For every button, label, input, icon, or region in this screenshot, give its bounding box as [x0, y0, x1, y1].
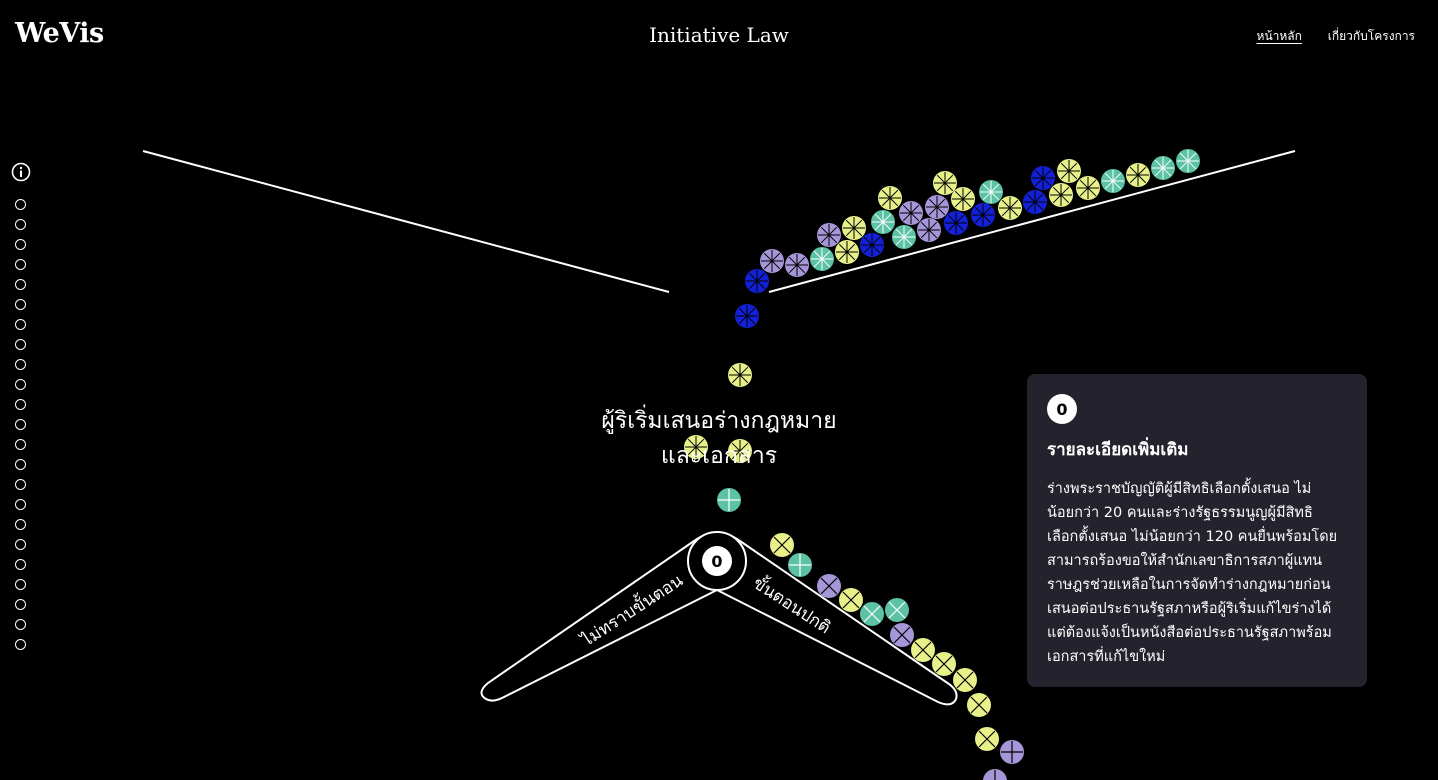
stage-label-line1: ผู้ริเริ่มเสนอร่างกฎหมาย	[601, 408, 837, 434]
details-line: ราษฎรช่วยเหลือในการจัดทำร่างกฎหมายก่อน	[1047, 577, 1331, 593]
details-line: เอกสารที่แก้ไขใหม่	[1047, 649, 1166, 665]
nav-home-link[interactable]: หน้าหลัก	[1256, 29, 1302, 43]
funnel-left-line	[142, 150, 670, 293]
nav-about-link[interactable]: เกี่ยวกับโครงการ	[1327, 29, 1415, 43]
step-dot-20[interactable]	[15, 579, 26, 590]
step-dot-4[interactable]	[15, 259, 26, 270]
details-heading: รายละเอียดเพิ่มเติม	[1047, 440, 1189, 460]
info-icon[interactable]	[11, 162, 31, 182]
step-dot-21[interactable]	[15, 599, 26, 610]
step-dot-10[interactable]	[15, 379, 26, 390]
stage-label: ผู้ริเริ่มเสนอร่างกฎหมาย และเอกสาร	[569, 404, 869, 474]
step-dot-13[interactable]	[15, 439, 26, 450]
page-title: Initiative Law	[649, 23, 789, 47]
top-nav: หน้าหลัก เกี่ยวกับโครงการ	[1235, 27, 1415, 46]
details-line: แต่ต้องแจ้งเป็นหนังสือต่อประธานรัฐสภาพร้…	[1047, 625, 1332, 641]
step-dot-17[interactable]	[15, 519, 26, 530]
step-dot-15[interactable]	[15, 479, 26, 490]
outflow-particles	[769, 532, 1025, 780]
details-line: เลือกตั้งเสนอ ไม่น้อยกว่า 120 คนยื่นพร้อ…	[1047, 529, 1338, 545]
step-dot-19[interactable]	[15, 559, 26, 570]
branch-shape	[480, 531, 958, 706]
step-dot-1[interactable]	[15, 199, 26, 210]
stage-label-line2: และเอกสาร	[660, 443, 778, 469]
step-dot-12[interactable]	[15, 419, 26, 430]
wevis-logo[interactable]: WeVis	[15, 18, 104, 49]
step-dot-8[interactable]	[15, 339, 26, 350]
details-line: เสนอต่อประธานรัฐสภาหรือผู้ริเริ่มแก้ไขร่…	[1047, 601, 1332, 617]
branch-left-label[interactable]: ไม่ทราบขั้นตอน	[575, 568, 687, 652]
step-dot-6[interactable]	[15, 299, 26, 310]
branch-center-count: 0	[711, 552, 722, 571]
step-dot-7[interactable]	[15, 319, 26, 330]
details-body: ร่างพระราชบัญญัติผู้มีสิทธิเลือกตั้งเสนอ…	[1047, 477, 1347, 669]
details-line: สามารถร้องขอให้สำนักเลขาธิการสภาผู้แทน	[1047, 553, 1323, 569]
step-dot-11[interactable]	[15, 399, 26, 410]
step-dot-23[interactable]	[15, 639, 26, 650]
step-dot-14[interactable]	[15, 459, 26, 470]
step-dot-3[interactable]	[15, 239, 26, 250]
step-dot-18[interactable]	[15, 539, 26, 550]
funnel-right-line	[768, 150, 1296, 293]
step-dot-16[interactable]	[15, 499, 26, 510]
details-count-badge: 0	[1047, 394, 1077, 424]
step-dot-2[interactable]	[15, 219, 26, 230]
details-line: น้อยกว่า 20 คนและร่างรัฐธรรมนูญผู้มีสิทธ…	[1047, 505, 1313, 521]
details-line: ร่างพระราชบัญญัติผู้มีสิทธิเลือกตั้งเสนอ…	[1047, 481, 1312, 497]
step-dot-5[interactable]	[15, 279, 26, 290]
top-bar: WeVis Initiative Law หน้าหลัก เกี่ยวกับโ…	[0, 0, 1438, 72]
step-dot-9[interactable]	[15, 359, 26, 370]
step-dot-22[interactable]	[15, 619, 26, 630]
details-panel: 0 รายละเอียดเพิ่มเติม ร่างพระราชบัญญัติผ…	[1027, 374, 1367, 687]
